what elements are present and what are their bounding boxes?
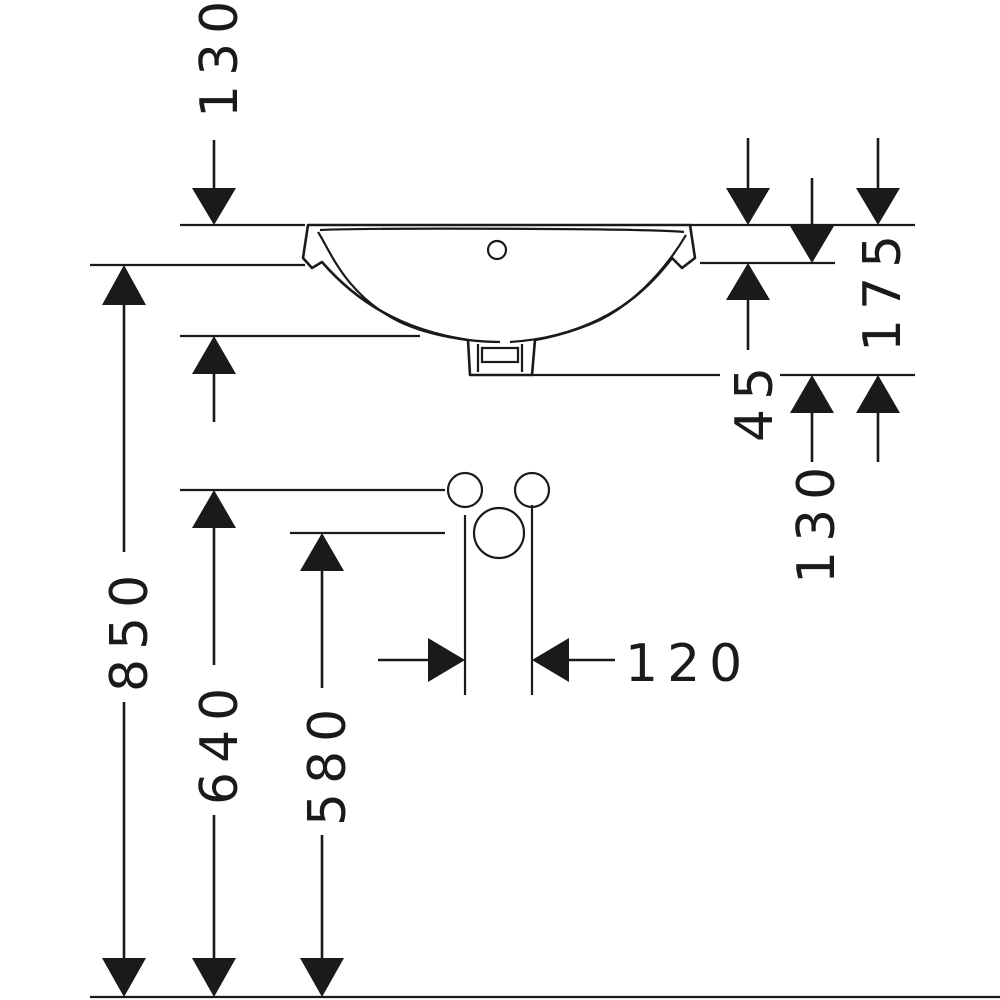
hot-water-connection-icon	[513, 471, 551, 509]
dim-waste-offset-label: 130	[787, 458, 847, 584]
pipe-connections	[446, 471, 551, 560]
dim-waste-offset: 130	[787, 178, 847, 584]
dim-waste-outlet-height: 580	[298, 533, 358, 997]
waste-pipe-connection-icon	[472, 506, 526, 560]
washbasin	[301, 223, 697, 377]
overflow-hole-icon	[486, 239, 508, 261]
dim-pipe-spacing-label: 120	[625, 634, 751, 694]
dim-overflow-offset-label: 45	[725, 358, 785, 442]
dim-rim-depth-label: 175	[853, 226, 913, 352]
dim-rim-depth: 175	[853, 138, 913, 462]
dim-total-height: 850	[100, 265, 160, 997]
dim-waste-outlet-height-label: 580	[298, 700, 358, 826]
cold-water-connection-icon	[446, 471, 484, 509]
dim-water-supply-height-label: 640	[190, 679, 250, 805]
dim-top-gap-label: 130	[190, 0, 250, 118]
dim-total-height-label: 850	[100, 566, 160, 692]
waste-outlet-slot	[480, 346, 520, 364]
extension-lines	[90, 223, 1000, 999]
dim-water-supply-height: 640	[190, 490, 250, 997]
dim-top-gap: 130	[190, 0, 250, 422]
dim-pipe-spacing: 120	[378, 634, 751, 694]
dim-overflow-offset: 45	[725, 138, 785, 442]
